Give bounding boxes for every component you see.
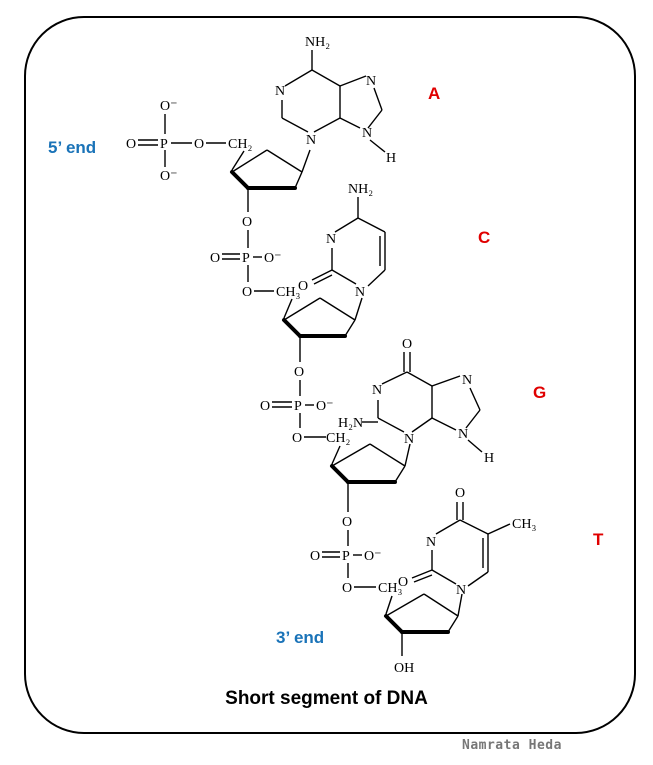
ring-n: N [404,432,414,447]
phosphate-o-minus: O⁻ [264,251,282,266]
phosphate-ester-o: O [194,137,204,152]
nucleotide-guanine: O O P O⁻ O CH₂ O N N H₂N N [260,337,546,512]
carbonyl-o: O [298,279,308,294]
phosphate-o: O [126,137,136,152]
ring-n: N [458,427,468,442]
five-prime-end-label: 5’ end [48,138,96,157]
carbonyl-o: O [455,486,465,501]
nucleotide-cytosine: O O P O⁻ O CH₃ NH₂ N O N [210,182,490,362]
ch3-group: CH₃ [276,285,300,300]
base-letter-a: A [428,84,440,103]
ester-o: O [242,285,252,300]
ring-n: N [372,383,382,398]
ester-o: O [242,215,252,230]
ch3-group: CH₃ [512,517,536,532]
diagram-frame [24,16,636,734]
ring-n: N [366,74,376,89]
phosphate-o: O [210,251,220,266]
phosphate-p: P [294,399,302,414]
oh-group: OH [394,661,414,676]
ring-n: N [362,126,372,141]
nh2-group: NH₂ [348,182,373,197]
phosphate-o-minus: O⁻ [316,399,334,414]
phosphate-p: P [160,137,168,152]
ring-n: N [456,583,466,598]
ch3-group: CH₃ [378,581,402,596]
nucleotide-thymine: O O P O⁻ O CH₃ OH O N O N [310,486,604,676]
hydrogen: H [386,151,396,166]
phosphate-o: O [310,549,320,564]
nucleotide-adenine: O⁻ O P O⁻ O CH₂ NH₂ N N N N [126,35,440,212]
ester-o: O [342,581,352,596]
ester-o: O [292,431,302,446]
ch2-group: CH₂ [228,137,252,152]
phosphate-p: P [342,549,350,564]
ring-n: N [426,535,436,550]
carbonyl-o: O [402,337,412,352]
ring-n: N [462,373,472,388]
ring-n: N [326,232,336,247]
ring-n: N [306,133,316,148]
hydrogen: H [484,451,494,466]
ring-n: N [275,84,285,99]
phosphate-p: P [242,251,250,266]
h2n-group: H₂N [338,416,363,431]
base-letter-g: G [533,383,546,402]
author-watermark: Namrata Heda [462,738,562,753]
ester-o: O [342,515,352,530]
phosphate-o-minus: O⁻ [364,549,382,564]
phosphate-o-minus-bottom: O⁻ [160,169,178,184]
ch2-group: CH₂ [326,431,350,446]
base-letter-c: C [478,228,490,247]
base-letter-t: T [593,530,604,549]
nh2-group: NH₂ [305,35,330,50]
ester-o: O [294,365,304,380]
diagram-caption: Short segment of DNA [225,688,428,709]
three-prime-end-label: 3’ end [276,628,324,647]
carbonyl-o: O [398,575,408,590]
ring-n: N [355,285,365,300]
phosphate-o: O [260,399,270,414]
phosphate-o-minus-top: O⁻ [160,99,178,114]
